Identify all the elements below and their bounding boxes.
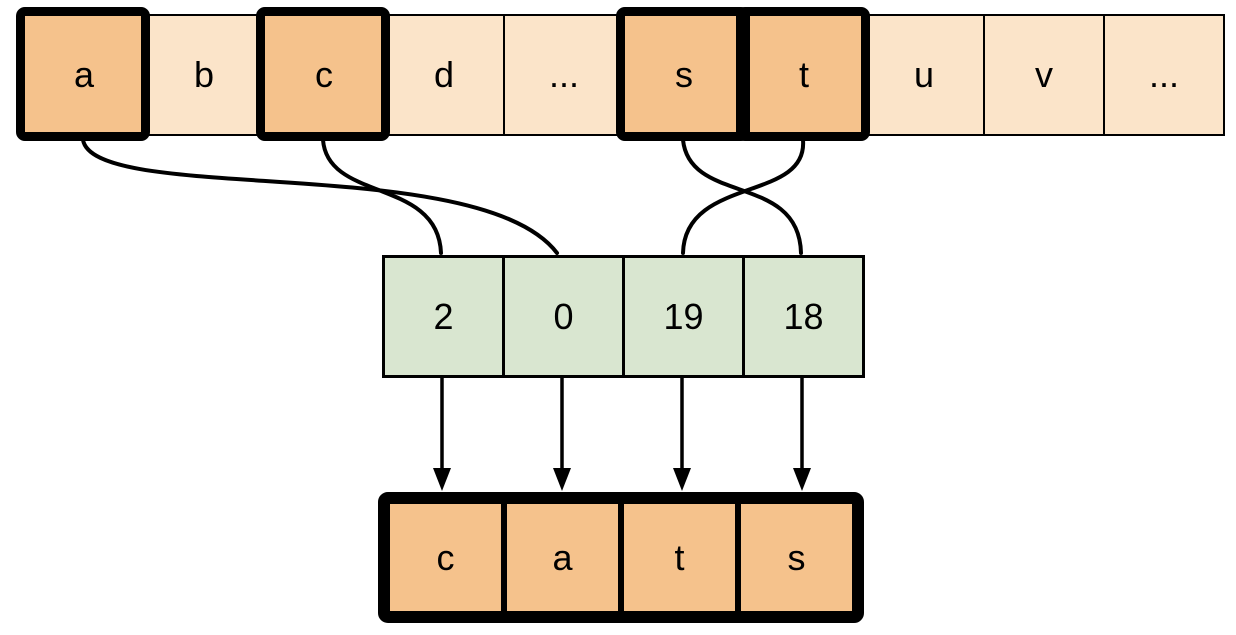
arrow-index-18-to-result-s	[793, 377, 811, 491]
result-cell-s: s	[738, 501, 855, 614]
curve-s-to-index-18	[681, 138, 803, 255]
index-cell-18: 18	[742, 255, 865, 378]
result-cell-c: c	[387, 501, 504, 614]
arrow-index-0-to-result-a	[553, 377, 571, 491]
alphabet-cell-d: d	[383, 14, 505, 136]
index-cell-19: 19	[622, 255, 745, 378]
alphabet-cell-t: t	[743, 14, 865, 136]
alphabet-cell-ellipsis-1: ...	[503, 14, 625, 136]
curve-a-to-index-0	[81, 138, 559, 255]
alphabet-cell-u: u	[863, 14, 985, 136]
alphabet-cell-s: s	[623, 14, 745, 136]
alphabet-cell-a: a	[23, 14, 145, 136]
result-word-box: c a t s	[378, 492, 864, 623]
alphabet-cell-b: b	[143, 14, 265, 136]
alphabet-cell-ellipsis-2: ...	[1103, 14, 1225, 136]
index-cell-2: 2	[382, 255, 505, 378]
index-cell-0: 0	[502, 255, 625, 378]
alphabet-cell-v: v	[983, 14, 1105, 136]
arrow-index-2-to-result-c	[433, 377, 451, 491]
arrow-index-19-to-result-t	[673, 377, 691, 491]
curve-t-to-index-19	[681, 138, 806, 255]
curve-c-to-index-2	[321, 138, 443, 255]
result-cell-a: a	[504, 501, 621, 614]
result-cell-t: t	[621, 501, 738, 614]
alphabet-cell-c: c	[263, 14, 385, 136]
